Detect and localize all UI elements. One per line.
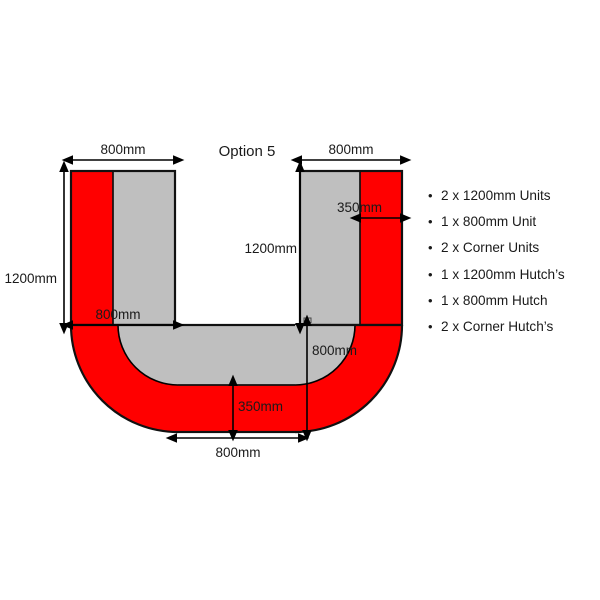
right-corner-outer-arc xyxy=(295,325,404,434)
list-item: • 2 x Corner Hutch’s xyxy=(428,314,600,340)
page-title: Option 5 xyxy=(219,143,276,160)
left-corner-inner-arc xyxy=(117,325,178,386)
dim-left-inner-width-label: 800mm xyxy=(95,307,140,322)
dim-bottom-strip-depth-label: 350mm xyxy=(238,399,283,414)
parts-list-label: 2 x 1200mm Units xyxy=(441,188,551,203)
dim-bottom-width-label: 800mm xyxy=(215,445,260,460)
left-corner-outer-arc xyxy=(69,325,178,434)
bullet-point-icon: • xyxy=(428,292,433,308)
list-item: • 1 x 800mm Hutch xyxy=(428,288,600,314)
left-vertical-run xyxy=(69,169,177,327)
bullet-point-icon: • xyxy=(428,319,433,335)
right-corner-unit xyxy=(295,325,404,434)
dim-right-top-width-label: 800mm xyxy=(328,142,373,157)
small-handle-marker-icon xyxy=(303,317,312,323)
dim-left-top-width-label: 800mm xyxy=(100,142,145,157)
list-item: • 1 x 800mm Unit xyxy=(428,209,600,235)
dim-bottom-depth-label: 800mm xyxy=(312,343,357,358)
list-item: • 1 x 1200mm Hutch’s xyxy=(428,262,600,288)
left-corner-unit xyxy=(69,325,178,434)
left-corner-gray-quarter xyxy=(118,325,178,385)
parts-list-label: 2 x Corner Units xyxy=(441,240,540,256)
bullet-point-icon: • xyxy=(428,188,433,203)
list-item: • 2 x Corner Units xyxy=(428,235,600,261)
left-run-hutch-gray xyxy=(113,171,175,325)
dim-bottom-depth: 800mm xyxy=(302,314,357,442)
right-run-hutch-gray xyxy=(300,171,360,325)
parts-list: • 2 x 1200mm Units • 1 x 800mm Unit • 2 … xyxy=(428,183,600,340)
dim-bottom-width: 800mm xyxy=(165,433,310,460)
dim-bottom-strip-depth: 350mm xyxy=(228,374,283,442)
parts-list-label: 2 x Corner Hutch’s xyxy=(441,319,554,335)
bullet-point-icon: • xyxy=(428,214,433,230)
bullet-point-icon: • xyxy=(428,240,433,256)
dim-right-strip-width-label: 350mm xyxy=(337,200,382,215)
dim-right-height: 1200mm xyxy=(244,160,305,335)
bottom-run-hutch-gray xyxy=(175,325,300,385)
dim-right-strip-width: 350mm xyxy=(337,200,412,223)
dim-left-height-label: 1200mm xyxy=(4,271,57,286)
list-item: • 2 x 1200mm Units xyxy=(428,183,600,209)
parts-list-label: 1 x 800mm Unit xyxy=(441,214,537,230)
dim-left-top-width: 800mm xyxy=(61,142,185,165)
dim-right-height-label: 1200mm xyxy=(244,241,297,256)
parts-list-label: 1 x 800mm Hutch xyxy=(441,292,548,308)
dim-right-top-width: 800mm xyxy=(290,142,412,165)
dim-left-inner-width: 800mm xyxy=(61,307,185,330)
bullet-point-icon: • xyxy=(428,266,433,282)
parts-list-label: 1 x 1200mm Hutch’s xyxy=(441,266,565,282)
right-vertical-run xyxy=(298,169,404,327)
bottom-center-run xyxy=(173,323,302,434)
right-run-unit-red xyxy=(360,171,402,325)
dim-left-height: 1200mm xyxy=(4,160,69,335)
left-run-unit-red xyxy=(71,171,113,325)
